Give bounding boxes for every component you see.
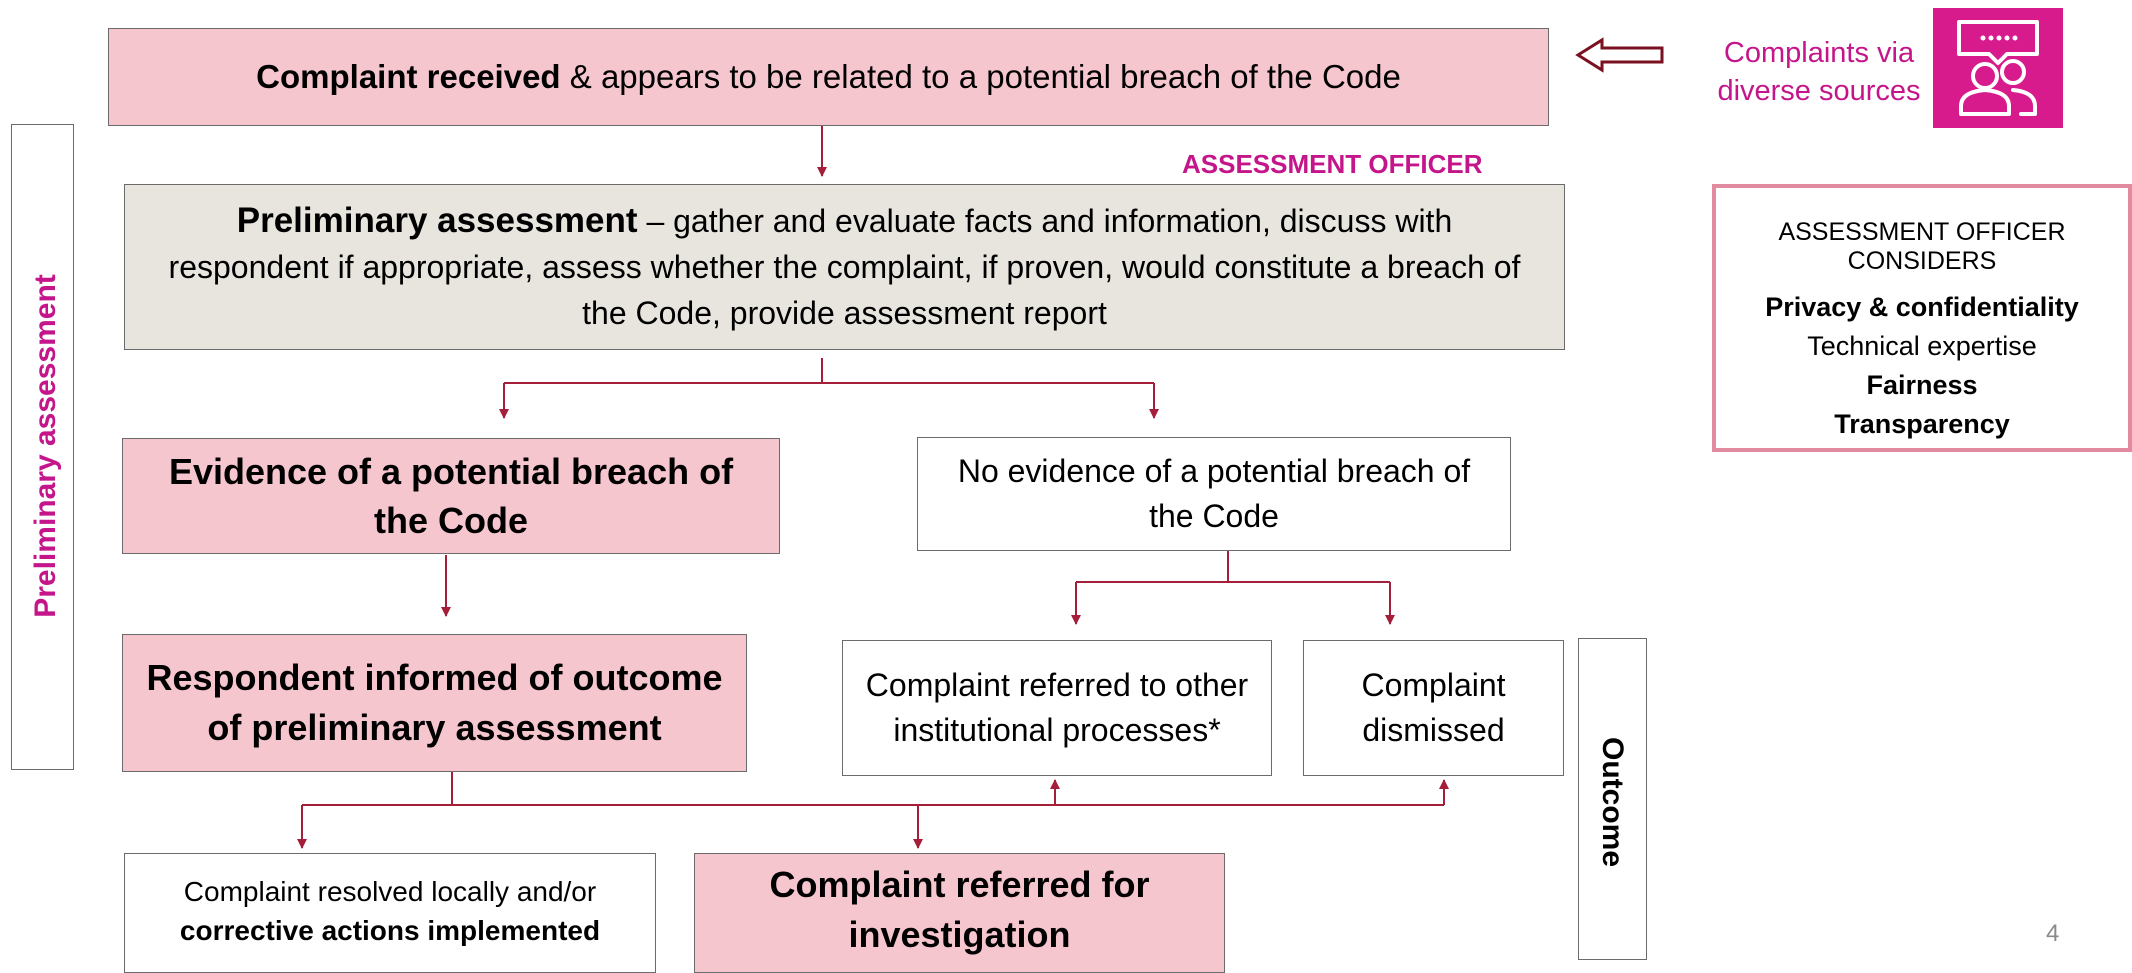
assessment-officer-label: ASSESSMENT OFFICER (1182, 149, 1483, 179)
sources-line-2: diverse sources (1717, 75, 1921, 107)
consideration-privacy: Privacy & confidentiality (1765, 292, 2079, 322)
people-chat-icon (1933, 8, 2063, 128)
page-number: 4 (2046, 920, 2060, 947)
respondent-informed-text: Respondent informed of outcome of prelim… (146, 657, 723, 748)
referred-other-text: Complaint referred to other institutiona… (865, 667, 1249, 748)
dismissed-text: Complaint dismissed (1361, 667, 1506, 748)
sources-line-1: Complaints via (1723, 37, 1915, 69)
sources-label: Complaints via diverse sources (1704, 34, 1934, 110)
evidence-text: Evidence of a potential breach of the Co… (168, 451, 734, 541)
considerations-title: ASSESSMENT OFFICER CONSIDERS (1778, 218, 2066, 275)
resolved-locally-box: Complaint resolved locally and/or correc… (124, 853, 656, 973)
preliminary-assessment-bold: Preliminary assessment (236, 201, 638, 240)
referred-investigation-text: Complaint referred for investigation (769, 864, 1150, 955)
preliminary-assessment-text: – gather and evaluate facts and informat… (168, 203, 1521, 331)
outcome-side-label: Outcome (1596, 736, 1629, 868)
consideration-transparency: Transparency (1834, 409, 2010, 439)
resolved-line-2: corrective actions implemented (179, 915, 601, 946)
referred-other-box: Complaint referred to other institutiona… (842, 640, 1272, 776)
referred-investigation-box: Complaint referred for investigation (694, 853, 1225, 973)
respondent-informed-box: Respondent informed of outcome of prelim… (122, 634, 747, 772)
complaint-received-box: Complaint received & appears to be relat… (108, 28, 1549, 126)
no-evidence-box: No evidence of a potential breach of the… (917, 437, 1511, 551)
resolved-line-1: Complaint resolved locally and/or (183, 876, 597, 907)
no-evidence-text: No evidence of a potential breach of the… (957, 453, 1471, 534)
considerations-panel: ASSESSMENT OFFICER CONSIDERS Privacy & c… (1712, 184, 2132, 452)
outline-left-arrow-icon (1575, 37, 1664, 73)
evidence-box: Evidence of a potential breach of the Co… (122, 438, 780, 554)
complaint-received-text: & appears to be related to a potential b… (560, 58, 1401, 95)
preliminary-assessment-box: Preliminary assessment – gather and eval… (124, 184, 1565, 350)
outcome-side-panel (1578, 638, 1647, 960)
consideration-fairness: Fairness (1866, 370, 1978, 400)
dismissed-box: Complaint dismissed (1303, 640, 1564, 776)
preliminary-side-panel (11, 124, 74, 770)
preliminary-side-label: Preliminary assessment (29, 274, 62, 618)
consideration-technical: Technical expertise (1807, 331, 2037, 361)
complaint-received-bold: Complaint received (256, 58, 561, 95)
